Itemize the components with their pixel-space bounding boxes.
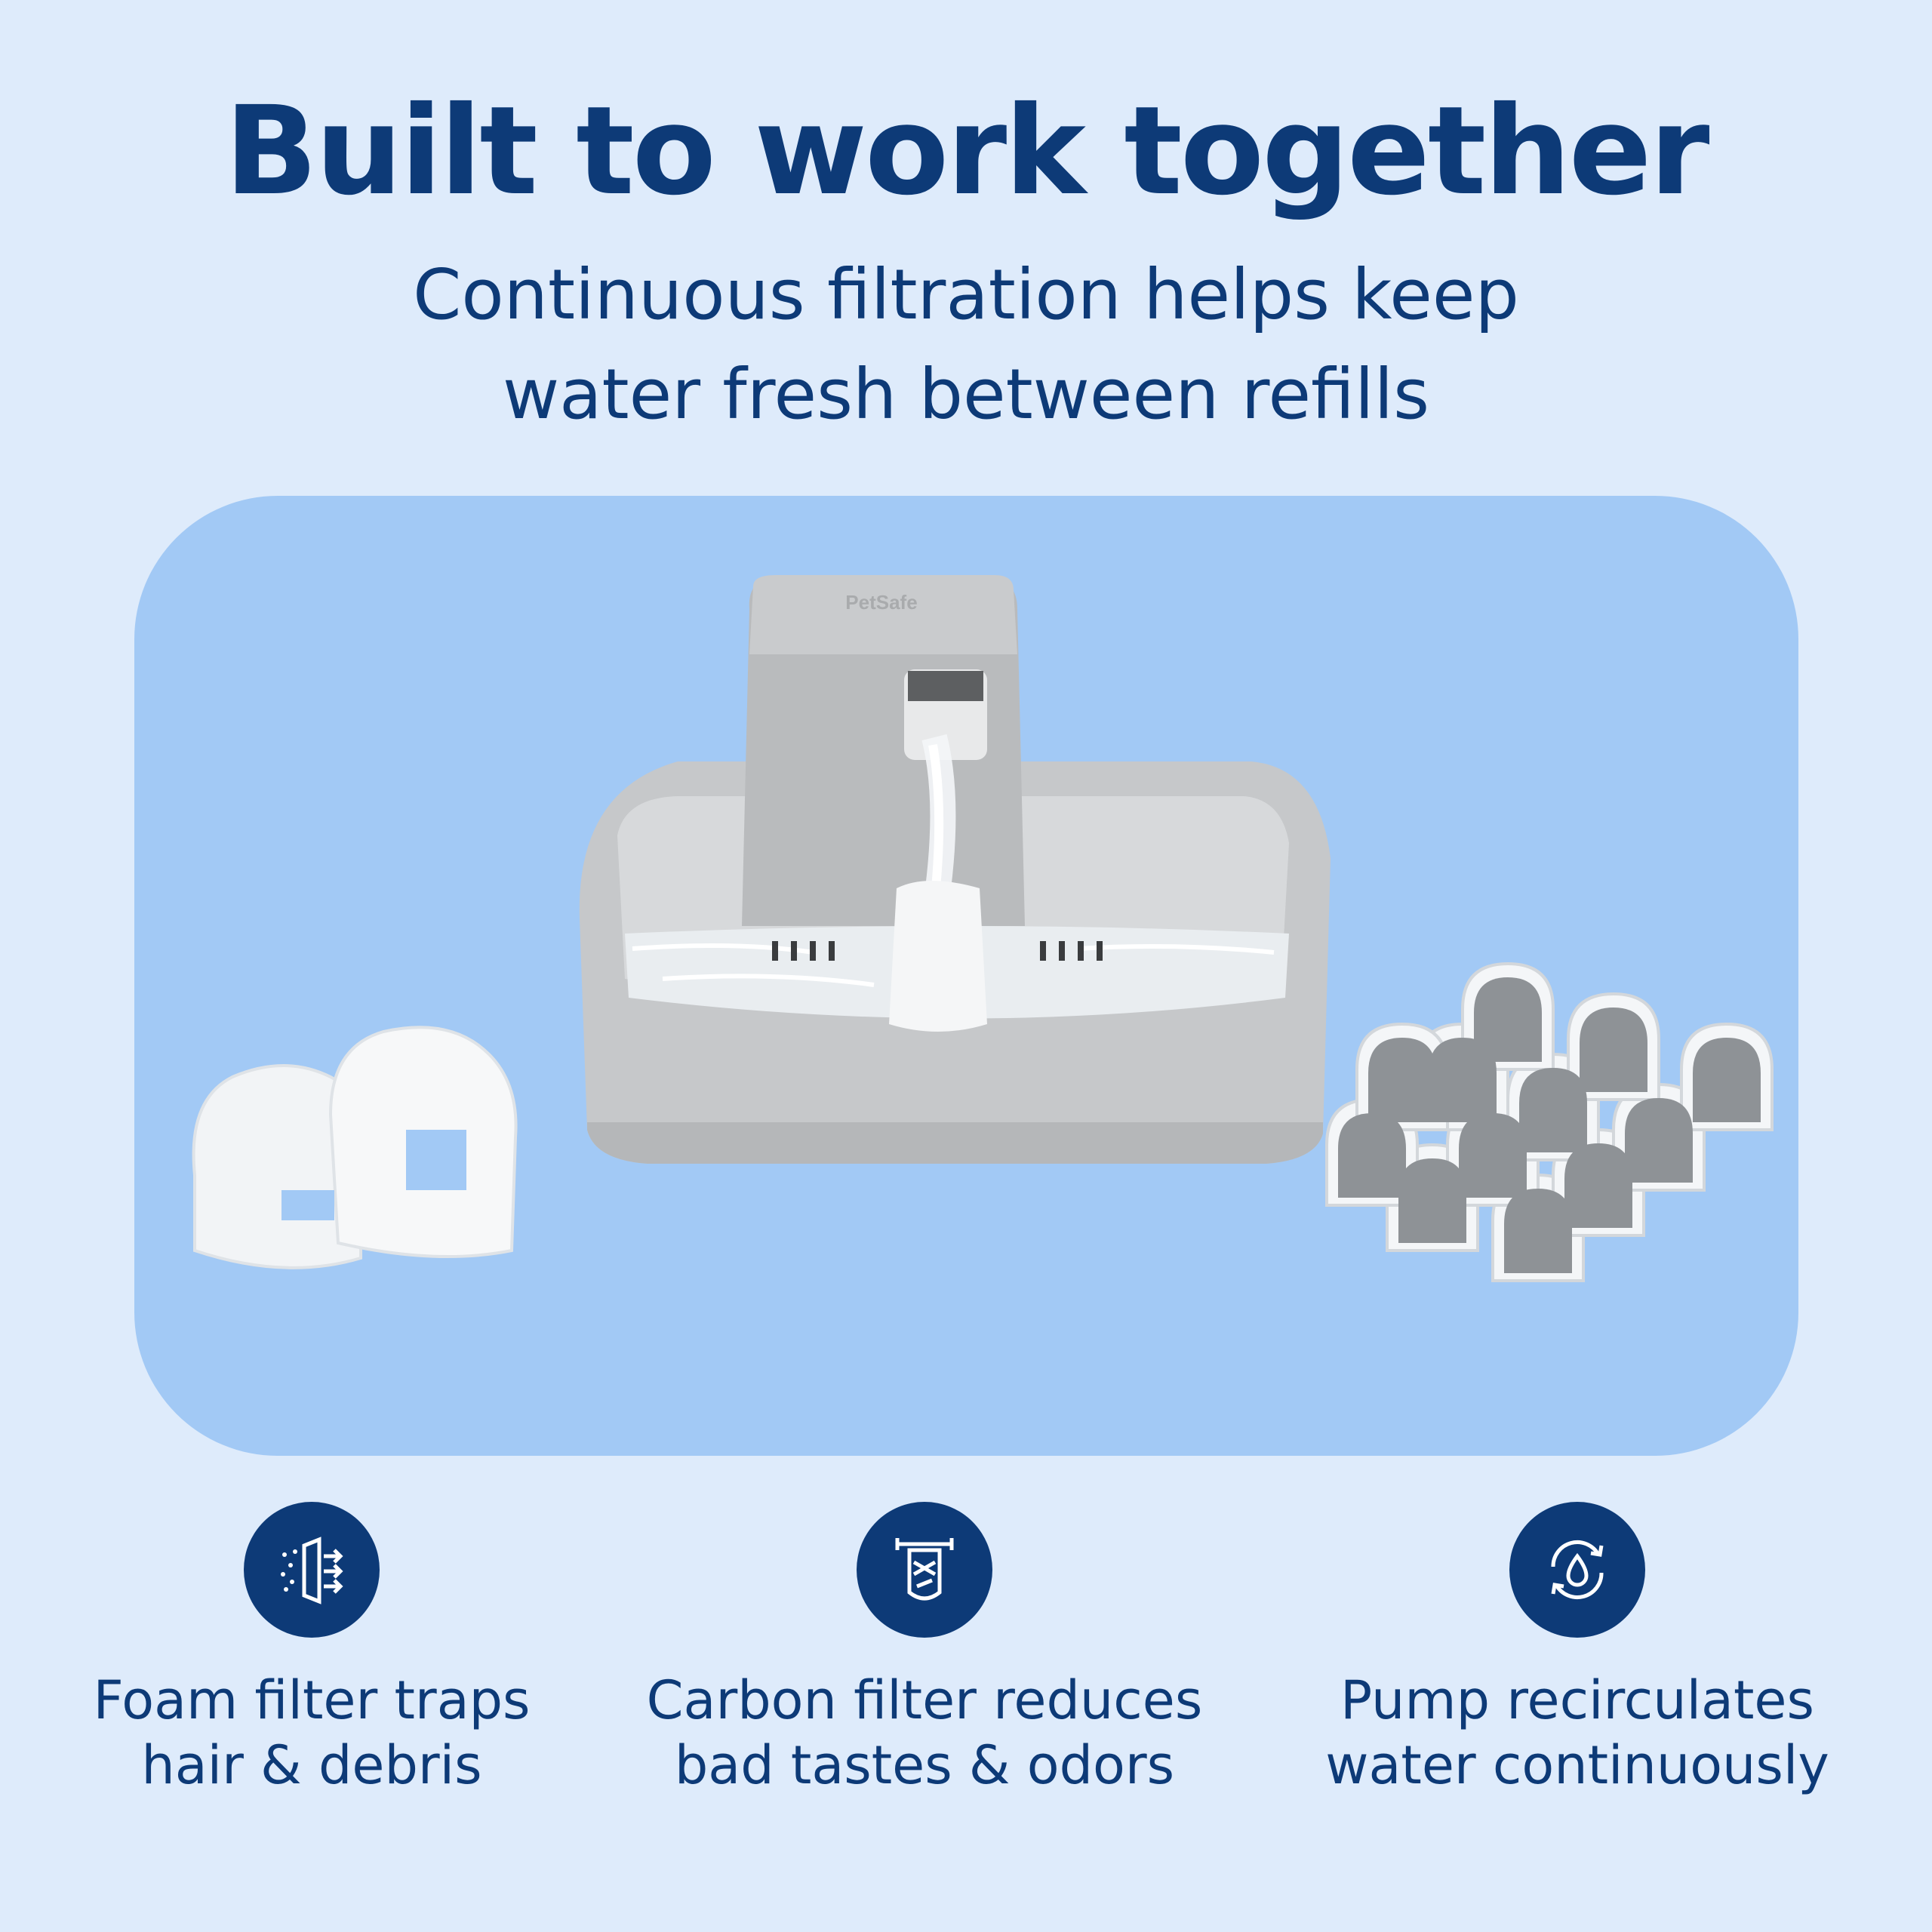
caption-line-1: Foam filter traps — [93, 1669, 531, 1731]
caption-line-2: water continuously — [1325, 1734, 1829, 1796]
caption-line-1: Pump recirculates — [1340, 1669, 1814, 1731]
product-illustration: PetSafe — [192, 575, 1774, 1282]
features-row: Foam filter traps hair & debris Carbon f… — [0, 1502, 1932, 1819]
carbon-filters — [1325, 961, 1774, 1282]
product-panel: PetSafe — [134, 496, 1798, 1456]
carbon-filter-icon — [857, 1502, 992, 1638]
page-subheadline: Continuous filtration helps keep water f… — [211, 245, 1721, 445]
foam-filters — [192, 1026, 518, 1269]
feature-caption: Pump recirculates water continuously — [1291, 1668, 1864, 1798]
subheadline-line-1: Continuous filtration helps keep — [413, 254, 1519, 335]
feature-foam-filter: Foam filter traps hair & debris — [25, 1502, 598, 1798]
filter-arrows-icon — [244, 1502, 380, 1638]
pet-fountain: PetSafe — [579, 575, 1331, 1164]
brand-mark: PetSafe — [845, 591, 917, 614]
caption-line-1: Carbon filter reduces — [646, 1669, 1203, 1731]
feature-caption: Carbon filter reduces bad tastes & odors — [638, 1668, 1211, 1798]
page-headline: Built to work together — [224, 81, 1710, 223]
feature-pump: Pump recirculates water continuously — [1291, 1502, 1864, 1798]
recirculate-drop-icon — [1509, 1502, 1645, 1638]
caption-line-2: bad tastes & odors — [674, 1734, 1175, 1796]
caption-line-2: hair & debris — [141, 1734, 482, 1796]
feature-caption: Foam filter traps hair & debris — [25, 1668, 598, 1798]
subheadline-line-2: water fresh between refills — [502, 354, 1430, 435]
feature-carbon-filter: Carbon filter reduces bad tastes & odors — [638, 1502, 1211, 1798]
